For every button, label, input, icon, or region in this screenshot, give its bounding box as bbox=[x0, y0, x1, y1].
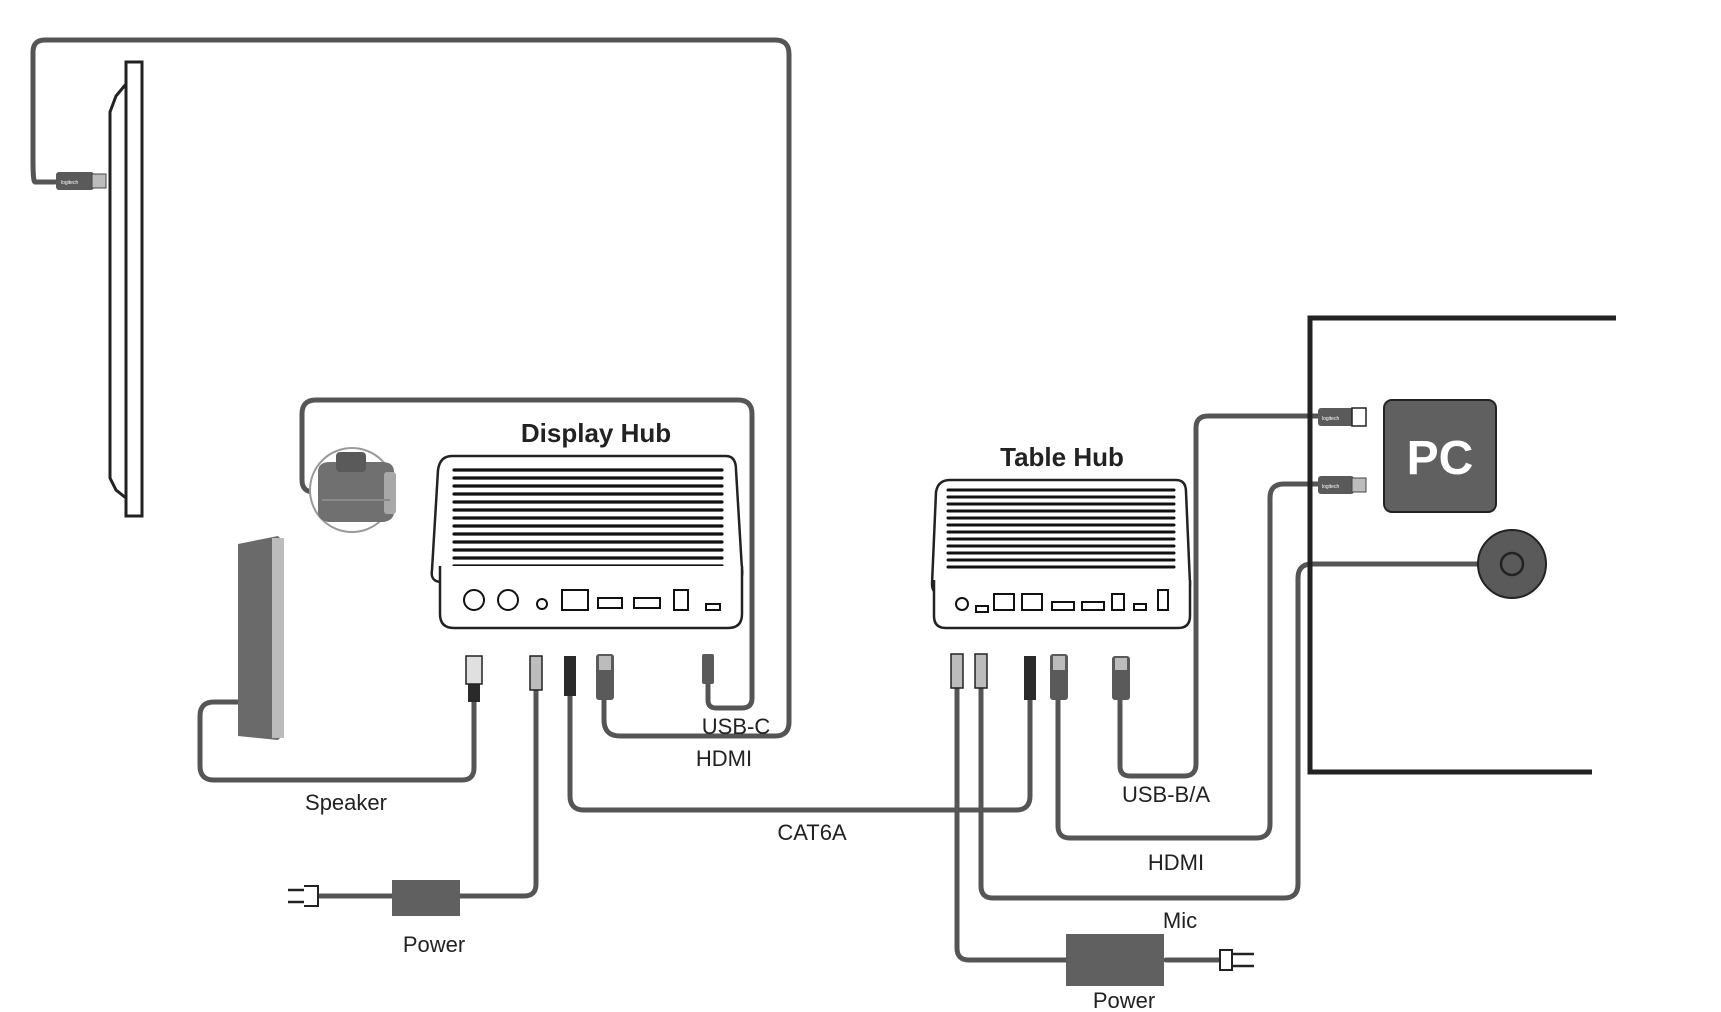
display-usb-c-connector bbox=[702, 654, 714, 684]
display-power-adapter bbox=[288, 880, 460, 916]
pc-enclosure bbox=[1307, 315, 1616, 775]
display-power-connector bbox=[529, 655, 543, 691]
table-cat6a-connector bbox=[1024, 656, 1036, 700]
cable-cat6a bbox=[567, 691, 1033, 813]
table-hub-title: Table Hub bbox=[1000, 442, 1124, 472]
display-hdmi-connector: logitech bbox=[56, 172, 107, 190]
display-screen bbox=[108, 60, 144, 518]
pc-label: PC bbox=[1407, 432, 1474, 485]
speaker-connector bbox=[465, 655, 483, 702]
mic-label: Mic bbox=[1163, 908, 1197, 933]
display-power-label: Power bbox=[403, 932, 465, 957]
display-hdmi-label: HDMI bbox=[696, 746, 752, 771]
connector-brand-label: logitech bbox=[1322, 416, 1339, 422]
connector-brand-label: logitech bbox=[61, 180, 78, 186]
table-mic-connector bbox=[974, 653, 988, 689]
cable-display-hdmi bbox=[30, 37, 792, 739]
cable-usb-c bbox=[299, 397, 755, 711]
table-power-adapter bbox=[1066, 934, 1254, 986]
connector-brand-label: logitech bbox=[1322, 484, 1339, 490]
cable-power-table bbox=[954, 681, 1069, 963]
table-hub-usb-connector bbox=[1112, 656, 1130, 700]
table-hub bbox=[930, 478, 1192, 630]
table-power-connector bbox=[950, 653, 964, 689]
pc-usb-connector: logitech bbox=[1318, 407, 1367, 427]
camera-icon bbox=[309, 447, 396, 533]
display-hub-title: Display Hub bbox=[521, 418, 671, 448]
display-hub-hdmi-connector bbox=[596, 654, 614, 700]
display-cat6a-connector bbox=[564, 656, 576, 696]
pc-hdmi-connector: logitech bbox=[1318, 476, 1367, 494]
table-hub-hdmi-connector bbox=[1050, 654, 1068, 700]
cable-hdmi-table bbox=[1055, 481, 1321, 841]
speaker-icon bbox=[238, 536, 284, 740]
pc-box bbox=[1383, 399, 1497, 513]
mic-pod-icon bbox=[1477, 529, 1547, 599]
table-power-label: Power bbox=[1093, 988, 1155, 1012]
cable-power-display bbox=[455, 681, 539, 899]
speaker-label: Speaker bbox=[305, 790, 387, 815]
usb-ba-label: USB-B/A bbox=[1122, 782, 1210, 807]
usb-c-label: USB-C bbox=[702, 714, 771, 739]
display-hub bbox=[430, 454, 744, 630]
table-hdmi-label: HDMI bbox=[1148, 850, 1204, 875]
cable-usb-ba bbox=[1117, 413, 1321, 779]
cable-mic bbox=[978, 561, 1483, 901]
cat6a-label: CAT6A bbox=[777, 820, 847, 845]
cable-speaker bbox=[197, 697, 477, 783]
